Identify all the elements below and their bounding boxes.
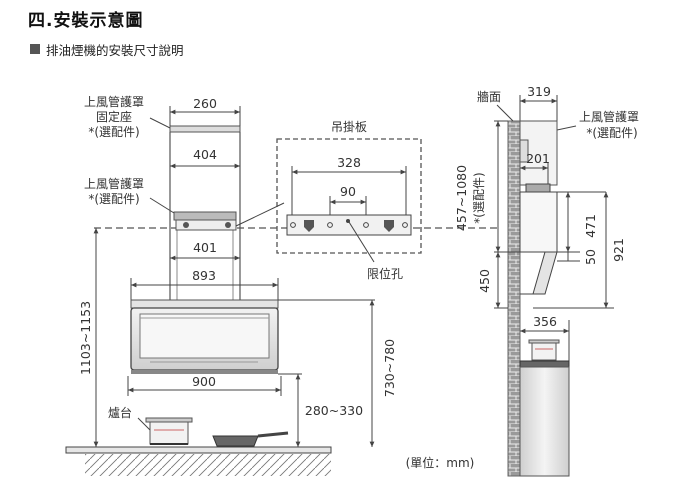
label-cover-1: 上風管護罩 [84, 176, 144, 191]
dim-201: 201 [526, 151, 550, 166]
label-side-cover-1: 上風管護罩 [579, 109, 639, 124]
pan-icon [212, 431, 289, 447]
hanging-bracket-plate [286, 214, 412, 236]
inner-cover-mount [173, 211, 237, 221]
unit-note: (單位：mm) [406, 455, 475, 470]
duct-mount-plate [169, 125, 241, 133]
label-limit-hole: 限位孔 [367, 266, 403, 281]
dim-893: 893 [192, 268, 216, 283]
dim-260: 260 [193, 96, 217, 111]
section-subtitle: 排油煙機的安裝尺寸說明 [46, 43, 184, 58]
label-cover-mount-3: *(選配件) [88, 125, 139, 139]
dim-457-1080: 457~1080 [454, 165, 469, 231]
side-pot-icon [528, 339, 560, 361]
dim-471: 471 [583, 214, 598, 238]
stove-counter [65, 446, 332, 476]
dim-730-780: 730~780 [382, 339, 397, 397]
dim-401: 401 [193, 240, 217, 255]
subtitle-bullet [30, 44, 40, 54]
label-stove: 爐台 [108, 405, 132, 420]
label-bracket: 吊掛板 [331, 119, 367, 134]
dim-280-330: 280~330 [305, 403, 363, 418]
dim-921: 921 [611, 238, 626, 262]
dim-404: 404 [193, 147, 217, 162]
dim-328: 328 [337, 155, 361, 170]
dim-900: 900 [192, 374, 216, 389]
dim-450: 450 [477, 269, 492, 293]
label-wall: 牆面 [477, 89, 501, 104]
label-cover-2: *(選配件) [88, 192, 139, 206]
dim-457-1080-note: *(選配件) [472, 172, 486, 223]
brick-wall [507, 120, 521, 477]
section-title: 四.安裝示意圖 [28, 11, 144, 31]
dim-356: 356 [533, 314, 557, 329]
range-hood-front [130, 299, 279, 374]
dim-90: 90 [340, 184, 356, 199]
range-hood-side [519, 183, 558, 295]
label-cover-mount-2: 固定座 [96, 109, 132, 124]
bracket-inset-box [276, 138, 422, 254]
dim-1103-1153: 1103~1153 [78, 301, 93, 375]
kitchen-cabinet-side [519, 360, 570, 477]
label-side-cover-2: *(選配件) [586, 126, 637, 140]
dim-50: 50 [583, 249, 598, 265]
dim-319: 319 [527, 84, 551, 99]
label-cover-mount-1: 上風管護罩 [84, 94, 144, 109]
pot-icon [145, 417, 193, 445]
